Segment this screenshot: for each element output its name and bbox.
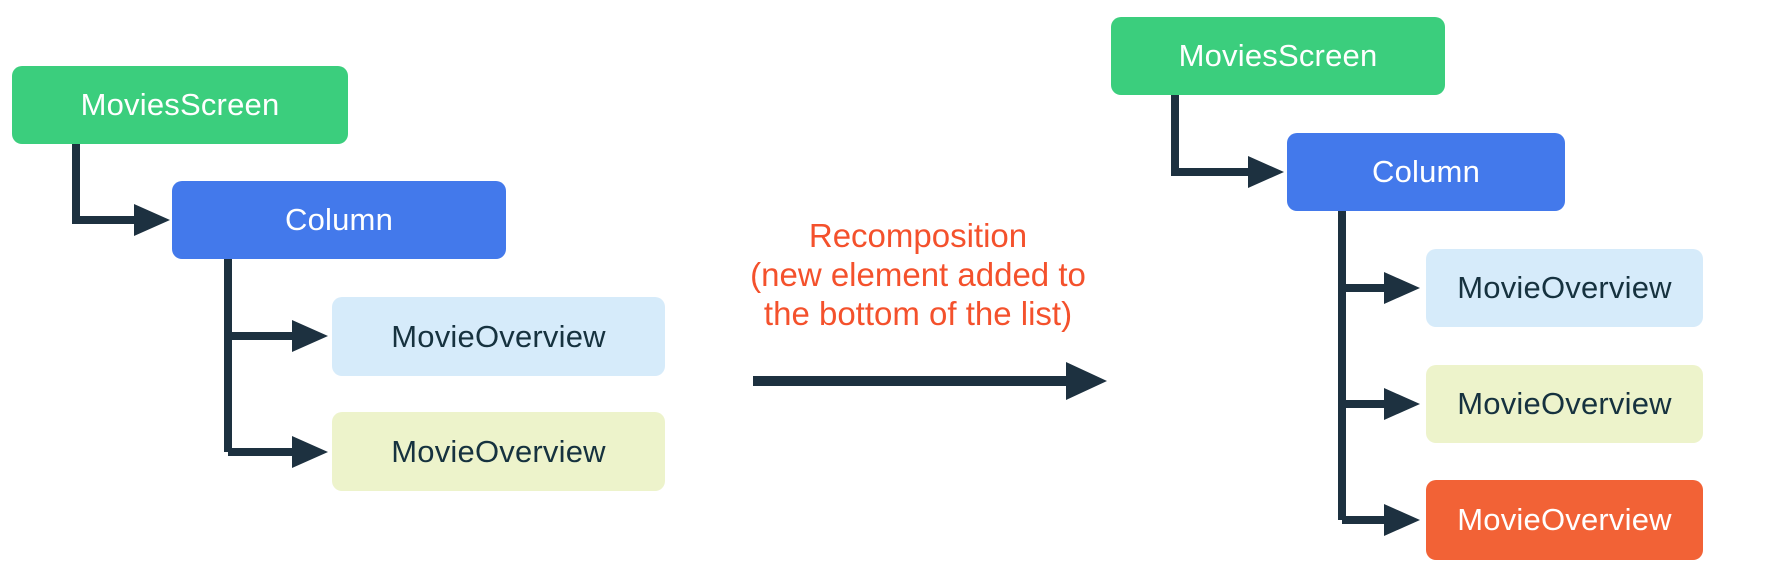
right-root-to-column-connector (1171, 93, 1252, 176)
right-root-arrowhead-icon (1248, 156, 1284, 188)
right-item2-arrowhead-icon (1384, 388, 1420, 420)
right-tree-column-node: Column (1287, 133, 1565, 211)
left-tree-movieoverview-node-1: MovieOverview (332, 297, 665, 376)
left-item1-arrowhead-icon (292, 320, 328, 352)
annotation-line-3: the bottom of the list) (763, 295, 1073, 332)
right-tree-moviesscreen-node: MoviesScreen (1111, 17, 1445, 95)
left-tree-movieoverview-node-2: MovieOverview (332, 412, 665, 491)
annotation-line-2: (new element added to (750, 256, 1086, 293)
left-root-arrowhead-icon (134, 204, 170, 236)
left-item2-arrowhead-icon (292, 436, 328, 468)
right-tree-movieoverview-node-3-new: MovieOverview (1426, 480, 1703, 560)
recomposition-annotation: Recomposition (new element added to the … (688, 216, 1148, 333)
right-tree-movieoverview-node-2: MovieOverview (1426, 365, 1703, 443)
right-item1-arrowhead-icon (1384, 272, 1420, 304)
annotation-line-1: Recomposition (808, 217, 1028, 254)
left-tree-column-node: Column (172, 181, 506, 259)
recomposition-arrowhead-icon (1066, 362, 1107, 400)
right-item3-arrowhead-icon (1384, 504, 1420, 536)
right-tree-movieoverview-node-1: MovieOverview (1426, 249, 1703, 327)
left-root-to-column-connector (72, 142, 138, 224)
left-tree-moviesscreen-node: MoviesScreen (12, 66, 348, 144)
